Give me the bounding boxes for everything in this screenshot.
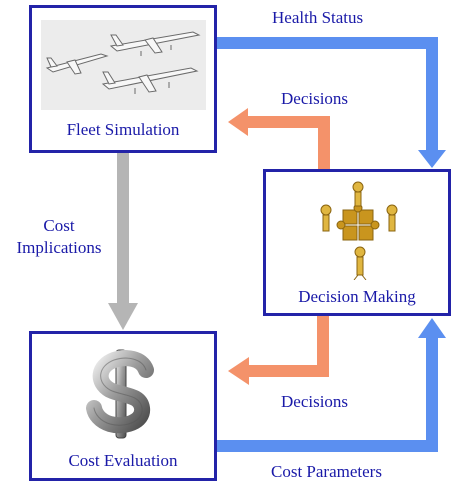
puzzle-people-illustration (320, 181, 398, 280)
cost-evaluation-box: Cost Evaluation (29, 331, 217, 481)
decision-making-label: Decision Making (298, 287, 416, 306)
cost-implications-label: Cost Implications (4, 215, 114, 259)
cost-implications-line-1: Cost (43, 216, 75, 235)
cost-evaluation-label: Cost Evaluation (68, 451, 178, 470)
decision-making-box: Decision Making (263, 169, 451, 316)
dollar-sign-illustration (86, 349, 154, 439)
cost-implications-line-2: Implications (16, 238, 102, 257)
health-status-arrow (217, 37, 446, 168)
decisions-bottom-label: Decisions (281, 392, 349, 411)
cost-parameters-label: Cost Parameters (271, 462, 382, 481)
fleet-simulation-box: Fleet Simulation (29, 5, 217, 153)
decisions-bottom-arrow (228, 316, 329, 385)
decisions-top-arrow (228, 108, 330, 169)
cost-parameters-arrow (217, 318, 446, 452)
fleet-simulation-label: Fleet Simulation (66, 120, 180, 139)
decisions-top-label: Decisions (281, 89, 349, 108)
health-status-label: Health Status (272, 8, 364, 27)
airplanes-illustration (41, 20, 206, 110)
cost-implications-arrow (108, 153, 138, 330)
